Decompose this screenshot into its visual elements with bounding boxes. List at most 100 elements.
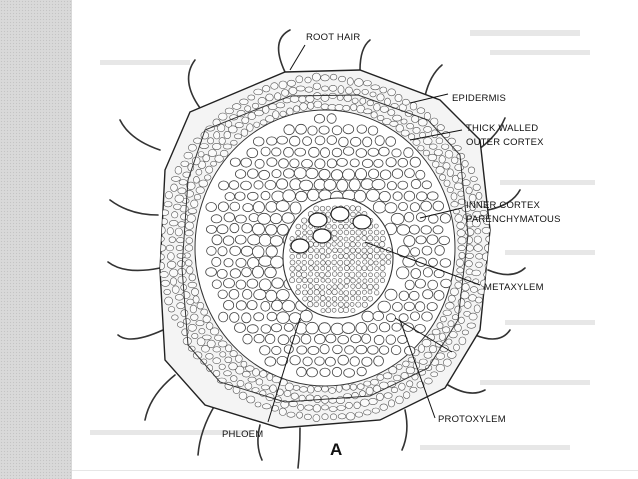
- outer-cortex-cell: [463, 301, 472, 309]
- parenchyma-cell: [434, 245, 445, 256]
- parenchyma-cell: [354, 168, 367, 181]
- parenchyma-cell: [432, 200, 445, 212]
- outer-cortex-cell: [174, 294, 184, 301]
- outer-cortex-cell: [201, 345, 210, 353]
- stele-cell: [313, 205, 320, 212]
- outer-cortex-cell: [240, 360, 248, 368]
- parenchyma-cell: [253, 136, 265, 147]
- outer-cortex-cell: [406, 380, 414, 388]
- stele-cell: [379, 241, 386, 248]
- parenchyma-cell: [318, 168, 331, 180]
- parenchyma-cell: [248, 213, 260, 223]
- stele-cell: [296, 259, 301, 265]
- stele-cell: [319, 301, 326, 307]
- parenchyma-cell: [313, 113, 325, 124]
- stele-cell: [367, 259, 374, 266]
- stele-cell: [319, 206, 326, 212]
- outer-cortex-cell: [205, 322, 214, 330]
- outer-cortex-cell: [234, 133, 243, 140]
- stele-cell: [355, 247, 362, 254]
- stele-cell: [342, 306, 349, 313]
- outer-cortex-cell: [177, 321, 185, 328]
- outer-cortex-cell: [461, 179, 471, 187]
- parenchyma-cell: [362, 136, 373, 148]
- stele-cell: [379, 277, 385, 283]
- stele-cell: [295, 284, 302, 290]
- parenchyma-cell: [265, 201, 278, 213]
- label-epidermis: EPIDERMIS: [452, 93, 506, 104]
- outer-cortex-cell: [353, 88, 361, 95]
- outer-cortex-cell: [247, 94, 256, 101]
- stele-cell: [361, 283, 368, 290]
- parenchyma-cell: [223, 212, 236, 223]
- outer-cortex-cell: [173, 203, 182, 210]
- parenchyma-cell: [216, 224, 229, 235]
- stele-cell: [367, 235, 374, 242]
- stele-cell: [385, 253, 392, 260]
- outer-cortex-cell: [259, 119, 268, 126]
- outer-cortex-cell: [176, 302, 185, 310]
- outer-cortex-cell: [247, 376, 257, 383]
- outer-cortex-cell: [484, 262, 490, 270]
- outer-cortex-cell: [160, 244, 166, 252]
- outer-cortex-cell: [292, 385, 301, 391]
- stele-cell: [350, 283, 356, 289]
- outer-cortex-cell: [293, 105, 301, 113]
- parenchyma-cell: [266, 136, 278, 146]
- outer-cortex-cell: [180, 309, 189, 318]
- stele-cell: [350, 295, 355, 301]
- parenchyma-cell: [355, 321, 368, 335]
- outer-cortex-cell: [472, 183, 481, 191]
- parenchyma-cell: [211, 256, 222, 267]
- parenchyma-cell: [373, 158, 384, 168]
- outer-cortex-cell: [461, 160, 469, 168]
- outer-cortex-cell: [479, 209, 488, 216]
- label-phloem: PHLOEM: [222, 429, 263, 440]
- parenchyma-cell: [289, 334, 301, 345]
- outer-cortex-cell: [376, 93, 385, 102]
- outer-cortex-cell: [177, 275, 187, 284]
- outer-cortex-cell: [370, 111, 378, 119]
- parenchyma-cell: [326, 113, 337, 124]
- parenchyma-cell: [247, 191, 259, 201]
- outer-cortex-cell: [191, 287, 199, 296]
- outer-cortex-cell: [321, 385, 329, 393]
- stele-cell: [302, 230, 308, 236]
- parenchyma-cell: [307, 345, 320, 355]
- stele-cell: [343, 253, 349, 259]
- stele-cell: [331, 307, 337, 313]
- outer-cortex-cell: [254, 401, 262, 408]
- parenchyma-cell: [276, 311, 290, 324]
- parenchyma-cell: [324, 356, 336, 367]
- outer-cortex-cell: [423, 126, 432, 133]
- parenchyma-cell: [392, 191, 403, 201]
- outer-cortex-cell: [160, 226, 166, 235]
- parenchyma-cell: [331, 366, 343, 378]
- stele-cell: [355, 283, 362, 289]
- outer-cortex-cell: [241, 116, 250, 124]
- outer-cortex-cell: [442, 358, 452, 367]
- stele-cell: [313, 283, 320, 290]
- outer-cortex-cell: [193, 176, 200, 184]
- outer-cortex-cell: [473, 235, 482, 244]
- stele-cell: [289, 254, 295, 260]
- label-inner-cortex: INNER CORTEX: [466, 200, 540, 211]
- outer-cortex-cell: [456, 267, 465, 274]
- outer-cortex-cell: [296, 85, 306, 92]
- root-hair: [474, 329, 511, 340]
- parenchyma-cell: [289, 201, 302, 215]
- outer-cortex-cell: [204, 174, 212, 181]
- parenchyma-cell: [258, 278, 272, 291]
- metaxylem-vessel: [290, 238, 310, 254]
- parenchyma-cell: [350, 333, 362, 344]
- root-hair: [447, 384, 486, 394]
- stele-cell: [385, 259, 391, 265]
- parenchyma-cell: [314, 356, 325, 366]
- outer-cortex-cell: [174, 194, 185, 203]
- outer-cortex-cell: [184, 244, 194, 252]
- parenchyma-cell: [266, 157, 278, 167]
- outer-cortex-cell: [185, 237, 194, 244]
- parenchyma-cell: [368, 168, 380, 180]
- parenchyma-cell: [300, 333, 312, 345]
- stele-cell: [374, 272, 380, 278]
